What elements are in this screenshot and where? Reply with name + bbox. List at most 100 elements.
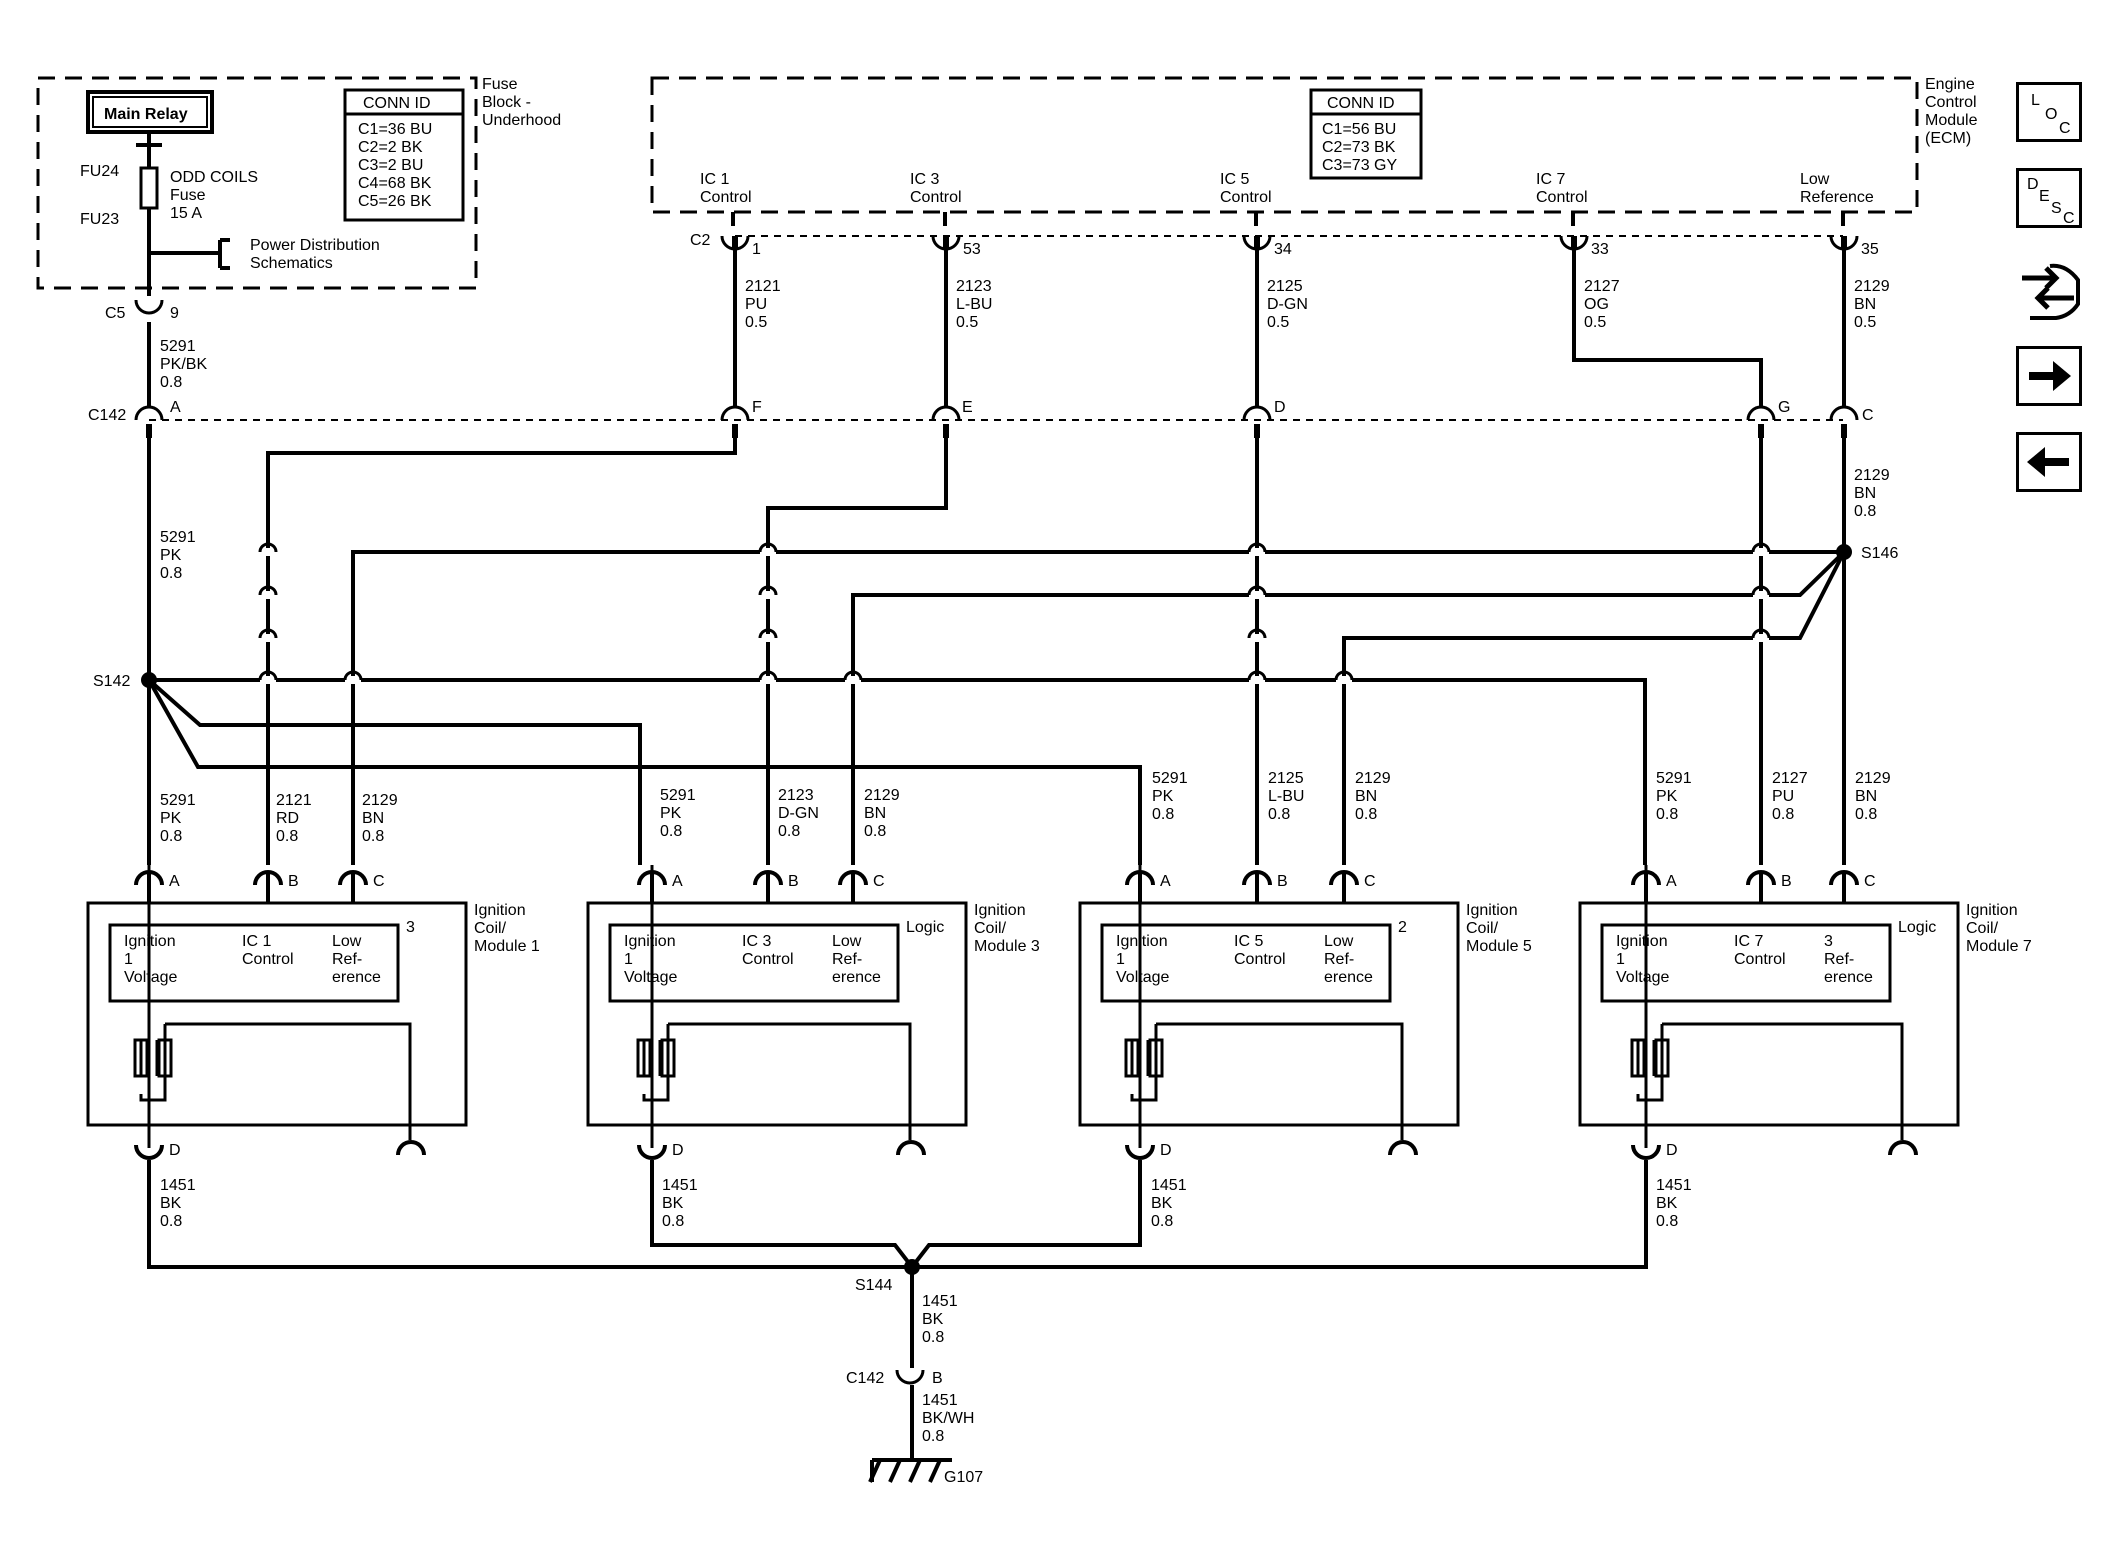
svg-text:0.8: 0.8 [1854,503,1876,520]
coil-terminal-label: Ref- [1324,951,1354,968]
svg-text:0.5: 0.5 [1584,314,1606,331]
svg-text:O: O [2045,106,2057,123]
s146-label: S146 [1861,545,1898,562]
wire-2129-bus-3 [1342,551,1846,865]
location-button[interactable]: L O C [2016,82,2082,142]
svg-text:PK: PK [1656,788,1678,805]
svg-text:5291: 5291 [1152,770,1188,787]
wire-5291-c3 [147,678,642,865]
c2-pin-35: 35 [1861,241,1879,258]
wire-2129-bus-1 [351,550,1844,865]
coil-pin-label: C [373,873,385,890]
svg-text:0.5: 0.5 [1854,314,1876,331]
svg-text:2129: 2129 [362,792,398,809]
ecm-conn-c1: C1=56 BU [1322,121,1396,138]
svg-text:5291: 5291 [660,787,696,804]
fuse-label-1: ODD COILS [170,169,258,186]
main-relay-label: Main Relay [104,106,188,123]
svg-text:0.8: 0.8 [160,828,182,845]
previous-page-button[interactable] [2016,432,2082,492]
loc-icon: L O C [2031,92,2071,137]
coil-terminal-label: Voltage [1116,969,1169,986]
coil-terminal-label: Ref- [332,951,362,968]
coil-pin-label: B [788,873,799,890]
coil-pin-label: D [1666,1142,1678,1159]
c142-pin-e: E [962,399,973,416]
fuse-block-title-1: Fuse [482,76,518,93]
svg-text:PU: PU [745,296,767,313]
wire-2127-top [1572,250,1763,406]
coil-terminal-label: Control [742,951,794,968]
ecm-pin-ic3-1: IC 3 [910,171,939,188]
svg-text:RD: RD [276,810,299,827]
coil-terminal-label: Ignition [1616,933,1668,950]
svg-text:0.8: 0.8 [660,823,682,840]
svg-text:BK: BK [662,1195,684,1212]
svg-text:0.8: 0.8 [1355,806,1377,823]
relay-wire [136,132,230,296]
svg-text:C: C [2063,210,2075,225]
svg-text:D: D [2027,176,2039,193]
coil-name: Coil/ [974,920,1007,937]
svg-text:2123: 2123 [778,787,814,804]
svg-text:0.8: 0.8 [662,1213,684,1230]
coil-name: Ignition [1466,902,1518,919]
svg-text:0.8: 0.8 [1772,806,1794,823]
svg-text:2129: 2129 [1854,467,1890,484]
coil-terminal-label: 1 [1616,951,1625,968]
coil-terminal-label: 1 [1116,951,1125,968]
coil-side-label: Logic [906,919,944,936]
fuse-block-title-2: Block - [482,94,531,111]
svg-text:OG: OG [1584,296,1609,313]
coil-terminal-label: erence [1324,969,1373,986]
svg-text:BK/WH: BK/WH [922,1410,974,1427]
wire-2121-route [266,438,737,865]
coil-terminal-label: IC 7 [1734,933,1763,950]
svg-text:D-GN: D-GN [1267,296,1308,313]
svg-text:2129: 2129 [864,787,900,804]
splice-s146 [1836,544,1852,560]
coil-pin-label: A [672,873,683,890]
connector-view-button[interactable] [2016,258,2084,326]
coil-pin-label: C [1364,873,1376,890]
connector-wrench-icon [2022,263,2080,320]
svg-text:0.5: 0.5 [956,314,978,331]
svg-text:0.8: 0.8 [160,374,182,391]
svg-text:2129: 2129 [1855,770,1891,787]
s144-label: S144 [855,1277,892,1294]
svg-text:BN: BN [1855,788,1877,805]
ecm-conn-id-title: CONN ID [1327,95,1395,112]
ecm-conn-c2: C2=73 BK [1322,139,1396,156]
c142-bottom-pin: B [932,1370,943,1387]
coil-side-label: 3 [406,919,415,936]
coil-terminal-label: Ignition [624,933,676,950]
svg-text:1451: 1451 [1151,1177,1187,1194]
svg-text:0.8: 0.8 [1151,1213,1173,1230]
svg-text:0.5: 0.5 [1267,314,1289,331]
coil-terminal-label: Voltage [124,969,177,986]
c2-pin-1: 1 [752,241,761,258]
s142-label: S142 [93,673,130,690]
coil-terminal-label: IC 3 [742,933,771,950]
svg-text:2129: 2129 [1355,770,1391,787]
splice-s144 [904,1259,920,1275]
fu24-label: FU24 [80,163,119,180]
svg-text:0.8: 0.8 [160,1213,182,1230]
svg-text:PK: PK [1152,788,1174,805]
c142-pin-g: G [1778,399,1790,416]
coil-terminal-label: erence [832,969,881,986]
description-button[interactable]: D E S C [2016,168,2082,228]
ecm-pin-ic1-2: Control [700,189,752,206]
coil-side-label: Logic [1898,919,1936,936]
next-page-button[interactable] [2016,346,2082,406]
